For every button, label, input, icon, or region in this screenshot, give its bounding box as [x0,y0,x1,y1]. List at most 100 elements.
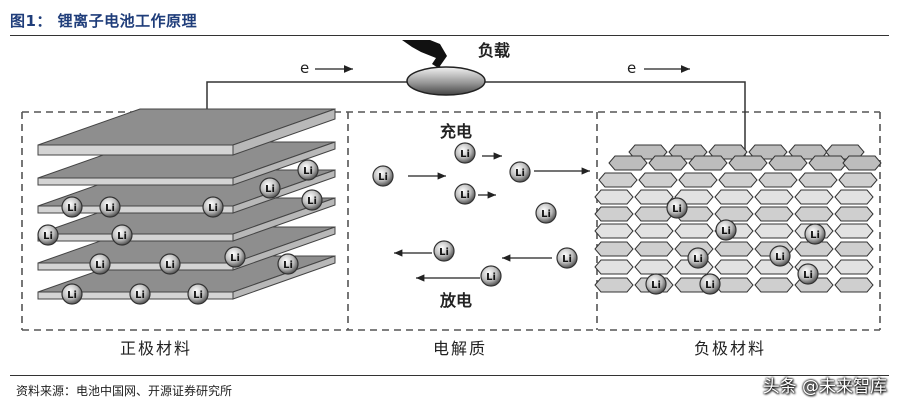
svg-text:Li: Li [67,290,77,301]
lithium-ion-icon: Li [454,142,476,164]
anode-cell [834,206,874,222]
lithium-ion-icon: Li [159,253,181,275]
electron-label-right: e [627,59,636,77]
lithium-ion-icon: Li [61,196,83,218]
anode-cell [714,259,754,275]
cathode-label: 正极材料 [120,339,192,358]
anode-cell [834,259,874,275]
lithium-ion-icon: Li [699,273,721,295]
svg-text:Li: Li [193,290,203,301]
svg-text:Li: Li [265,184,275,195]
discharge-arrows [394,249,552,282]
anode-label: 负极材料 [694,339,766,358]
svg-text:Li: Li [378,172,388,183]
anode-cell [758,172,798,188]
anode-cell [688,155,728,171]
svg-text:Li: Li [165,260,175,271]
lithium-ion-icon: Li [480,265,502,287]
anode-cell [834,277,874,293]
figure-title: 图1： 锂离子电池工作原理 [10,12,198,30]
lithium-ion-icon: Li [715,219,737,241]
anode-cell [754,223,794,239]
figure-source: 资料来源：电池中国网、开源证券研究所 [16,384,233,398]
lithium-ion-icon: Li [224,246,246,268]
lithium-ion-icon: Li [666,197,688,219]
anode-cell [794,189,834,205]
lithium-ion-icon: Li [61,283,83,305]
lithium-ion-icon: Li [37,224,59,246]
anode-cell [794,206,834,222]
anode-cell [768,155,808,171]
anode-cell [674,223,714,239]
svg-text:Li: Li [672,204,682,215]
lithium-ion-icon: Li [433,240,455,262]
anode-cell [594,277,634,293]
lithium-ion-icon: Li [301,189,323,211]
anode-cell [634,223,674,239]
anode-cell [834,223,874,239]
svg-text:Li: Li [67,203,77,214]
lithium-ion-icon: Li [297,159,319,181]
anode-cell [754,206,794,222]
load-icon [406,66,486,96]
anode-stack [594,144,882,293]
discharge-label: 放电 [439,291,472,310]
anode-cell [594,206,634,222]
svg-text:Li: Li [303,166,313,177]
anode-cell [598,172,638,188]
svg-text:Li: Li [208,203,218,214]
anode-cell [754,189,794,205]
lithium-ion-icon: Li [202,196,224,218]
electrolyte-label: 电解质 [433,339,487,358]
cathode-plate [37,108,336,156]
svg-text:Li: Li [230,253,240,264]
anode-cell [594,259,634,275]
cathode-plate [37,141,336,186]
lithium-ion-icon: Li [687,247,709,269]
lithium-ion-icon: Li [454,183,476,205]
svg-text:Li: Li [541,209,551,220]
lithium-ion-icon: Li [797,263,819,285]
anode-cell [594,241,634,257]
lithium-ion-icon: Li [372,165,394,187]
svg-text:Li: Li [117,231,127,242]
svg-text:Li: Li [705,280,715,291]
anode-cell [714,241,754,257]
svg-text:Li: Li [651,280,661,291]
anode-cell [728,155,768,171]
svg-text:Li: Li [515,168,525,179]
svg-text:Li: Li [721,226,731,237]
anode-cell [798,172,838,188]
anode-cell [608,155,648,171]
anode-cell [594,223,634,239]
anode-cell [808,155,848,171]
lithium-ion-icon: Li [89,253,111,275]
anode-cell [834,241,874,257]
svg-text:Li: Li [283,260,293,271]
anode-cell [594,189,634,205]
lithium-ion-icon: Li [535,202,557,224]
lithium-ion-icon: Li [111,224,133,246]
anode-cell [634,259,674,275]
anode-cell [754,277,794,293]
anode-cell [794,241,834,257]
svg-text:Li: Li [775,252,785,263]
anode-cell [634,189,674,205]
title-divider [10,35,889,36]
svg-text:Li: Li [105,203,115,214]
svg-text:Li: Li [810,230,820,241]
svg-text:Li: Li [803,270,813,281]
svg-text:Li: Li [486,272,496,283]
anode-cell [714,206,754,222]
svg-text:Li: Li [460,149,470,160]
lithium-ion-icon: Li [187,283,209,305]
anode-cell [714,277,754,293]
anode-cell [648,155,688,171]
lightning-icon [402,40,448,74]
cathode-plate [37,255,336,300]
lithium-ion-icon: Li [509,161,531,183]
charge-arrows [408,152,590,199]
anode-cell [678,172,718,188]
